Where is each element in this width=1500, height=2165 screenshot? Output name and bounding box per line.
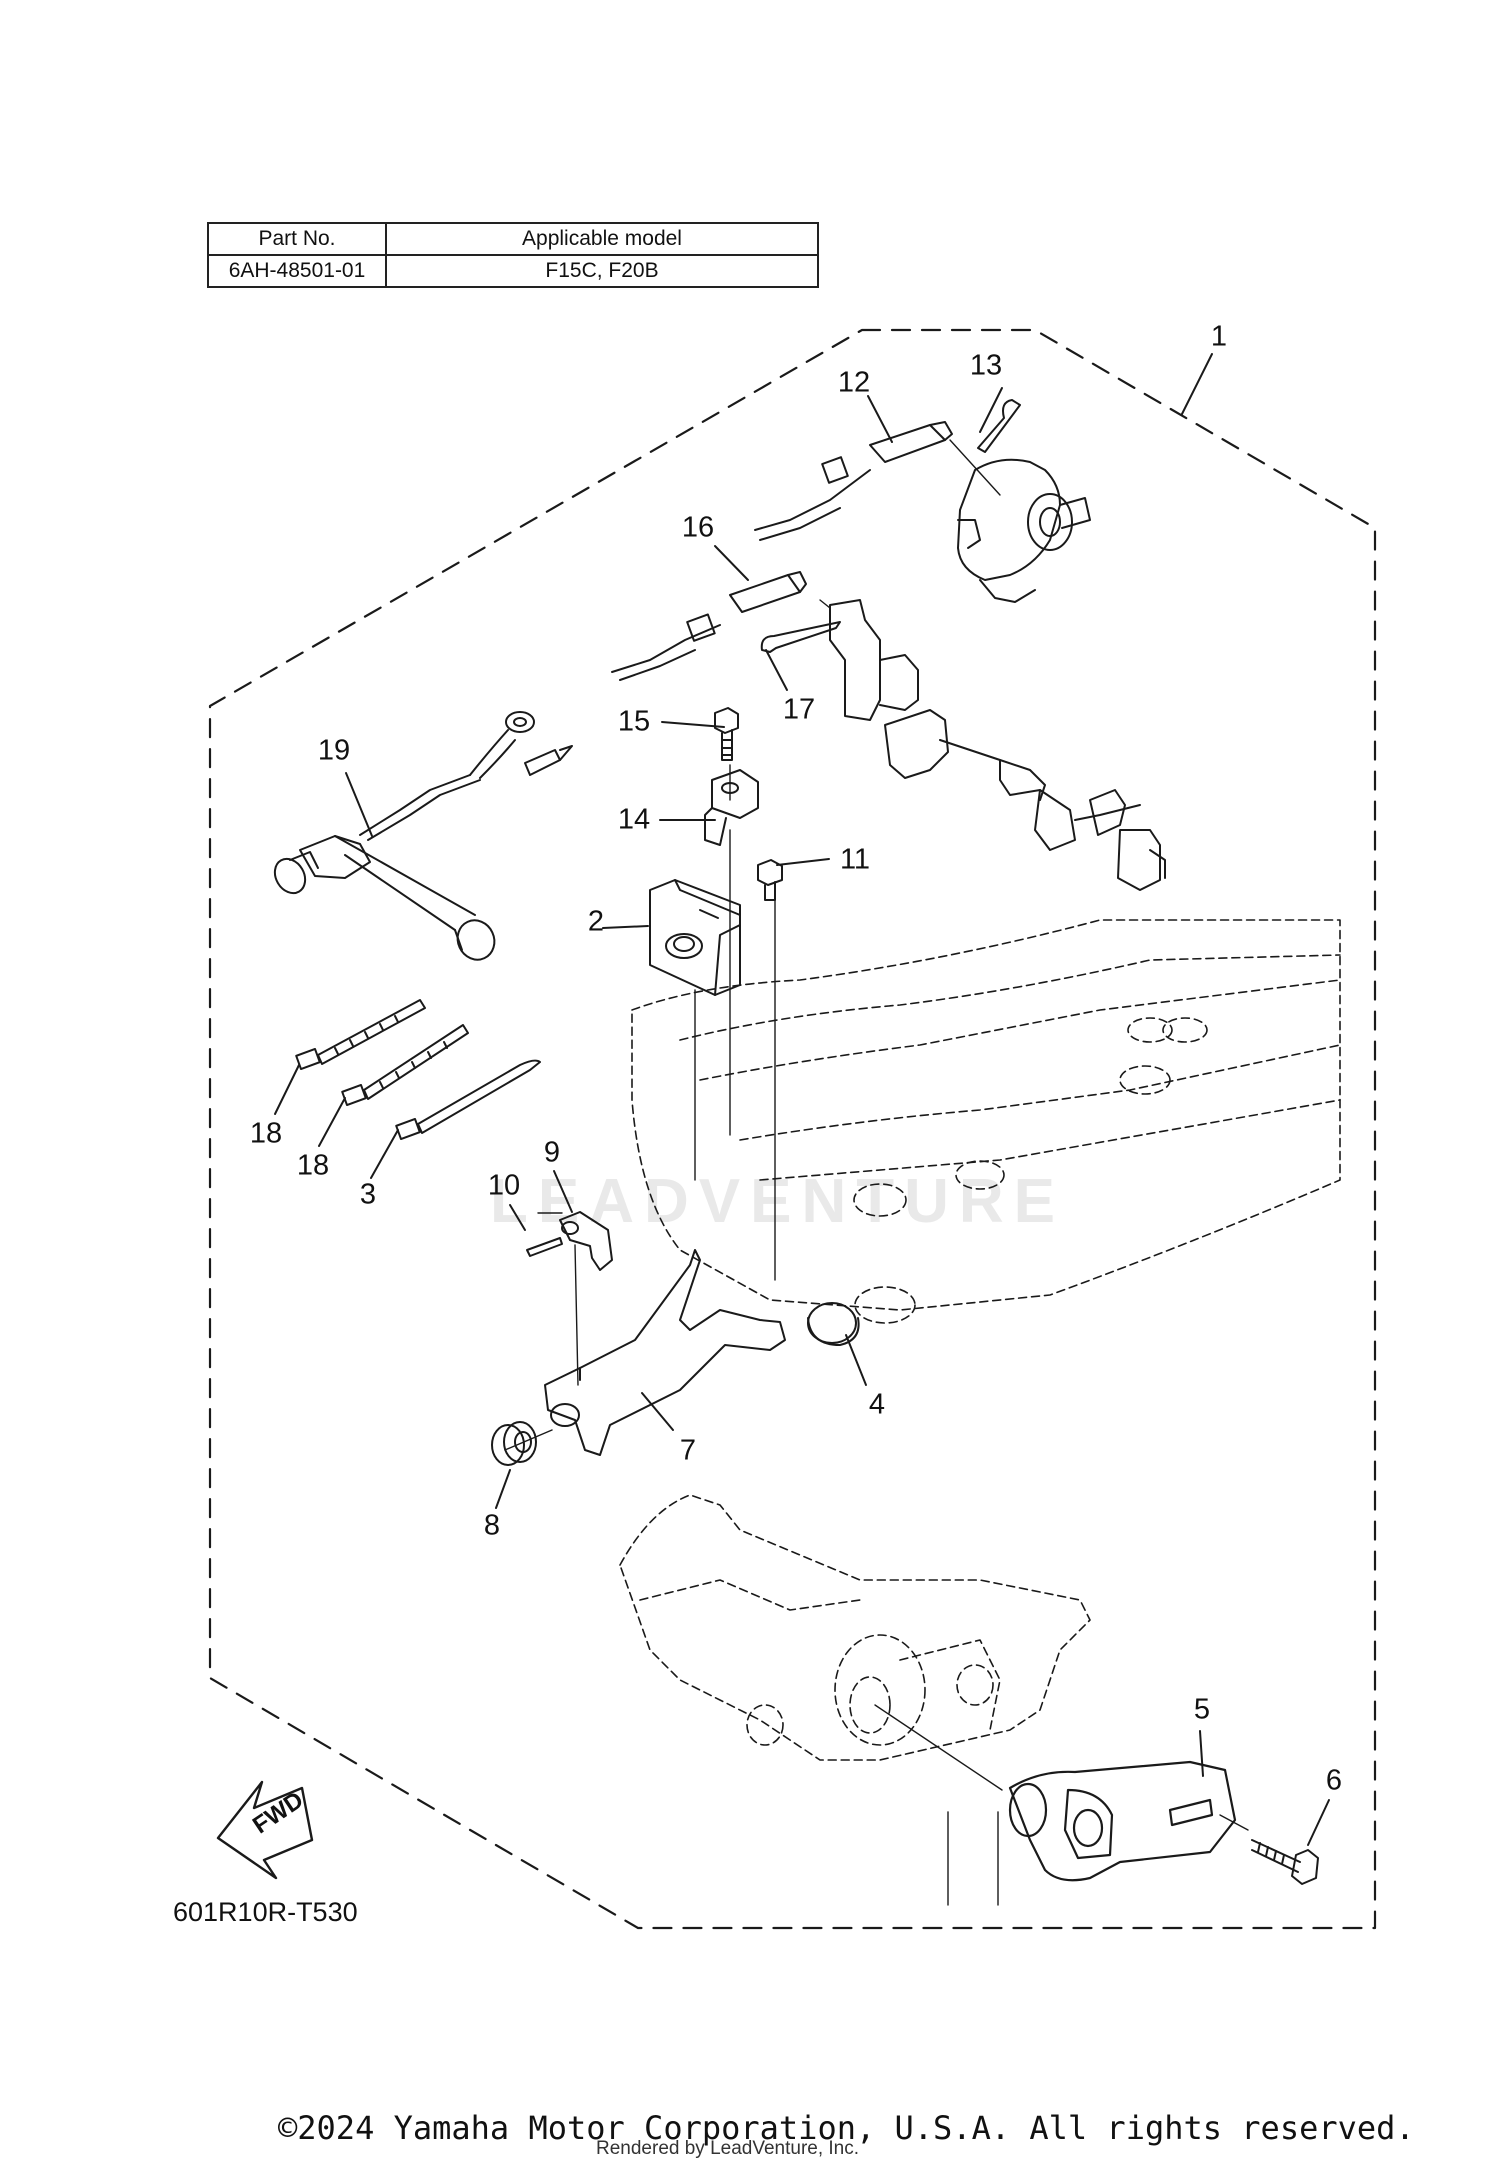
callout-1: 1 [1210,320,1228,353]
leader-lines [274,353,1330,1846]
header-part-no: Part No. [207,222,387,256]
alignment-lines [504,439,1249,1906]
kit-boundary [208,328,1377,1930]
callout-5: 5 [1193,1693,1211,1726]
callout-9: 9 [543,1136,561,1169]
clamp-bracket-reference [619,1494,1091,1761]
pin-10 [526,1237,563,1257]
callout-11: 11 [839,843,871,876]
rendered-by-credit: Rendered by LeadVenture, Inc. [596,2138,860,2159]
switch-2 [649,879,741,996]
parts-table-header-row: Part No. Applicable model [207,222,819,256]
callout-16: 16 [681,511,715,544]
cell-part-no: 6AH-48501-01 [207,254,387,288]
grommet-8 [491,1421,537,1466]
callout-18a: 18 [249,1117,283,1150]
swivel-bracket-5 [1008,1760,1237,1882]
bottom-cowling-reference [631,919,1341,1324]
wire-lead-19 [273,711,573,961]
cable-tie-18b [341,1024,469,1106]
callout-7: 7 [679,1434,697,1467]
bolt-15 [714,707,739,761]
shift-lever-assembly [957,458,1091,603]
cell-applicable-model: F15C, F20B [385,254,819,288]
bracket-9 [559,1211,613,1271]
callout-14: 14 [617,803,651,836]
bolt-11 [757,859,783,901]
callout-12: 12 [837,366,871,399]
parts-table: Part No. Applicable model 6AH-48501-01 F… [207,222,819,288]
shift-shaft-assembly [829,599,1166,891]
copyright-notice: ©2024 Yamaha Motor Corporation, U.S.A. A… [278,2109,1415,2147]
callout-17: 17 [782,693,816,726]
callout-4: 4 [868,1388,886,1421]
cable-tie-18a [295,999,426,1070]
clip-13 [977,399,1021,453]
callout-6: 6 [1325,1764,1343,1797]
clip-17 [760,621,841,653]
callout-18b: 18 [296,1149,330,1182]
bracket-14 [704,769,759,846]
plate-7 [544,1249,786,1456]
table-row: 6AH-48501-01 F15C, F20B [207,254,819,288]
callout-10: 10 [487,1169,521,1202]
header-applicable-model: Applicable model [385,222,819,256]
reference-code: 601R10R-T530 [173,1897,358,1927]
callout-15: 15 [617,705,651,738]
callout-8: 8 [483,1509,501,1542]
cable-joint-12 [754,421,953,541]
callout-2: 2 [587,905,605,938]
callout-13: 13 [969,349,1003,382]
fwd-arrow-icon [216,1780,314,1880]
cable-joint-16 [611,571,807,681]
bolt-6 [1251,1839,1319,1885]
cable-tie-3 [395,1059,541,1140]
callout-3: 3 [359,1178,377,1211]
callout-19: 19 [317,734,351,767]
plug-4 [807,1302,860,1346]
